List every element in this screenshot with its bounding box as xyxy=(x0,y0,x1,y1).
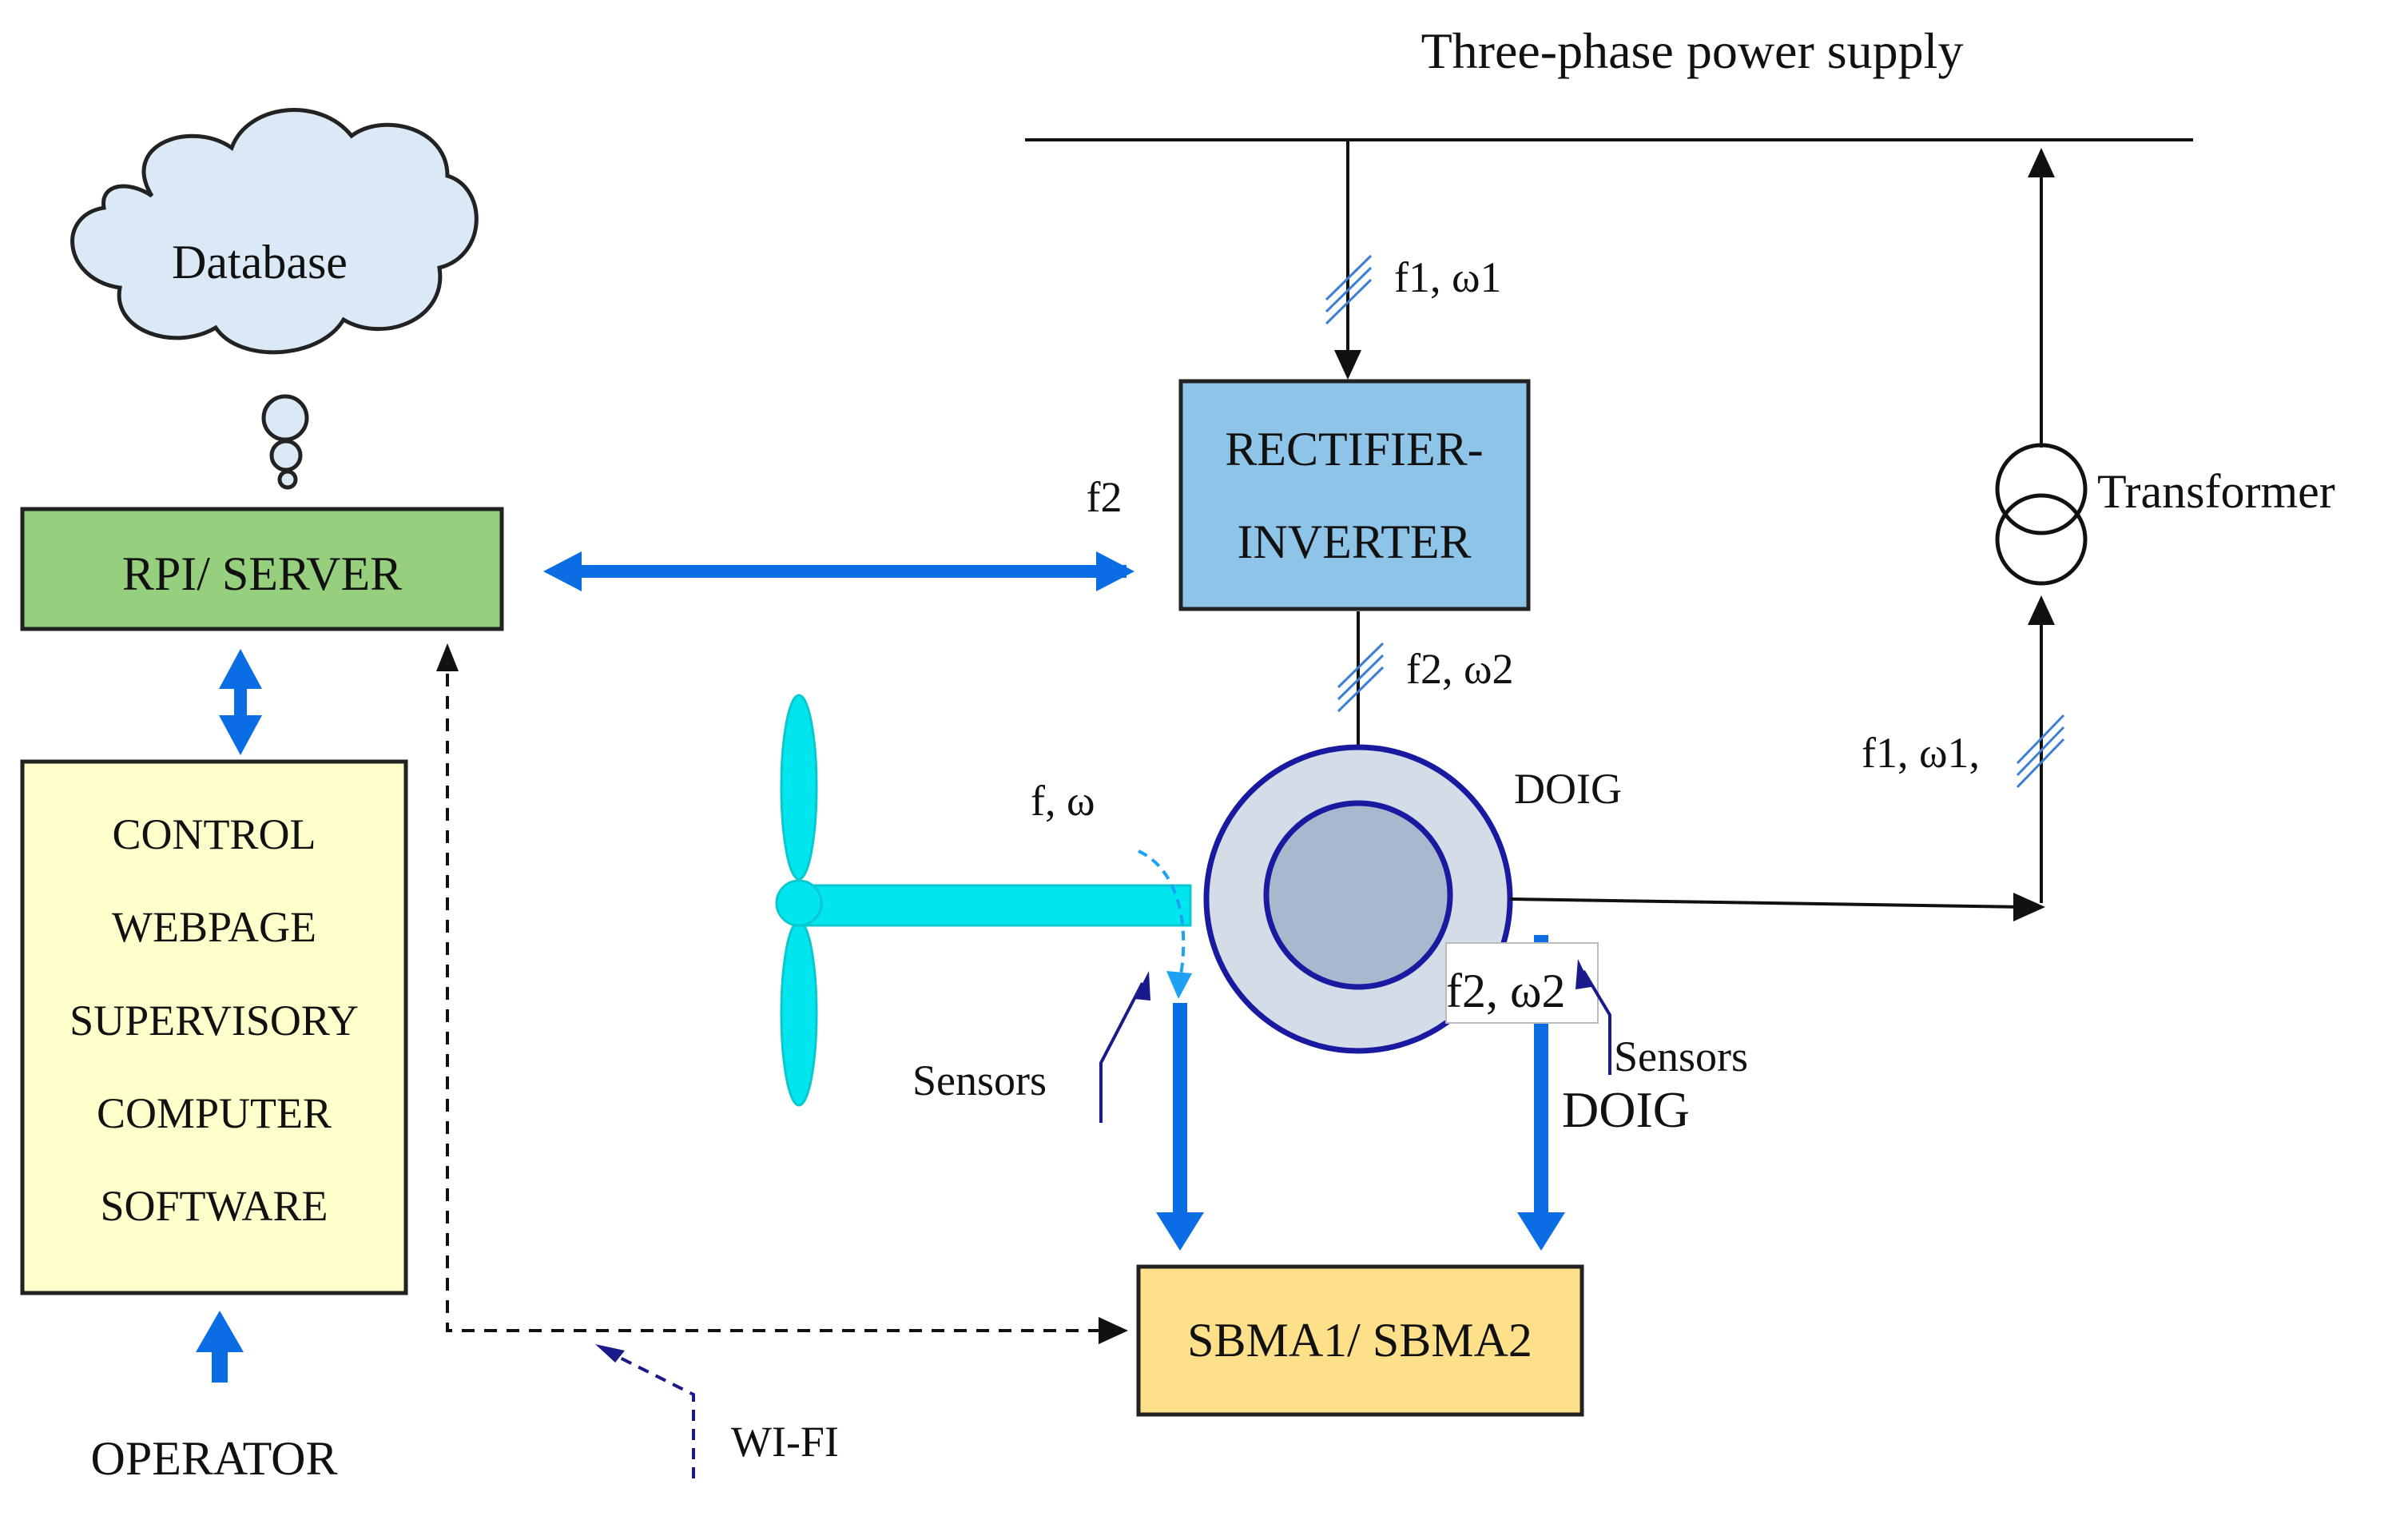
control-line-3: SUPERVISORY xyxy=(70,997,359,1044)
doig-bottom-label: DOIG xyxy=(1562,1081,1690,1138)
control-line-2: WEBPAGE xyxy=(112,903,316,951)
database-cloud: Database xyxy=(70,108,479,490)
control-line-4: COMPUTER xyxy=(97,1089,332,1137)
transformer-label: Transformer xyxy=(2097,465,2335,518)
database-label: Database xyxy=(172,236,348,288)
wifi-label: WI-FI xyxy=(731,1418,839,1466)
rectifier-line-2: INVERTER xyxy=(1237,515,1471,568)
sbma-box: SBMA1/ SBMA2 xyxy=(1136,1264,1584,1417)
supply-rectifier-arrow: f1, ω1 xyxy=(1325,140,1502,380)
doig-machine xyxy=(1203,744,1513,1054)
rect-doig-label: f2, ω2 xyxy=(1406,645,1514,693)
doig-top-label: DOIG xyxy=(1514,765,1622,813)
server-link-label: f2 xyxy=(1087,473,1123,521)
operator-label: OPERATOR xyxy=(91,1432,338,1485)
sensors-right-pointer xyxy=(1576,959,1611,1075)
server-control-arrow xyxy=(219,649,262,755)
transformer-supply-link xyxy=(2028,148,2055,448)
rotor-label: f, ω xyxy=(1031,777,1095,825)
rotor-flow-arrowhead xyxy=(1166,971,1192,999)
control-line-1: CONTROL xyxy=(113,810,316,858)
rpi-server-label: RPI/ SERVER xyxy=(122,547,402,600)
rectifier-inverter-box: RECTIFIER- INVERTER xyxy=(1178,379,1531,611)
rpi-server-box: RPI/ SERVER xyxy=(20,507,504,631)
wind-turbine xyxy=(775,694,1192,1107)
doig-out-label: f2, ω2 xyxy=(1446,965,1565,1017)
rotor-flow-arrow xyxy=(1138,850,1186,988)
doig-out-label-box xyxy=(1445,942,1599,1024)
power-supply-title: Three-phase power supply xyxy=(1421,22,1964,79)
rectifier-line-1: RECTIFIER- xyxy=(1225,423,1483,475)
turbine-hub xyxy=(775,879,823,927)
supply-rect-label: f1, ω1 xyxy=(1394,253,1502,301)
to-transformer-label: f1, ω1, xyxy=(1862,729,1980,777)
control-line-5: SOFTWARE xyxy=(100,1182,328,1230)
turbine-blade-top xyxy=(780,694,818,881)
wifi-link: WI-FI xyxy=(436,643,1128,1478)
turbine-blade-bottom xyxy=(780,920,818,1107)
server-rectifier-arrow xyxy=(543,551,1134,591)
control-box: CONTROL WEBPAGE SUPERVISORY COMPUTER SOF… xyxy=(20,759,408,1295)
operator-arrow xyxy=(196,1311,244,1383)
doig-transformer-link: f1, ω1, xyxy=(1509,595,2065,921)
sensors-left-label: Sensors xyxy=(912,1056,1047,1104)
transformer-symbol xyxy=(1995,443,2088,586)
sensors-right-label: Sensors xyxy=(1614,1033,1748,1080)
sbma-label: SBMA1/ SBMA2 xyxy=(1187,1314,1532,1367)
turbine-shaft xyxy=(797,884,1192,927)
sensors-left-pointer xyxy=(1099,971,1150,1123)
